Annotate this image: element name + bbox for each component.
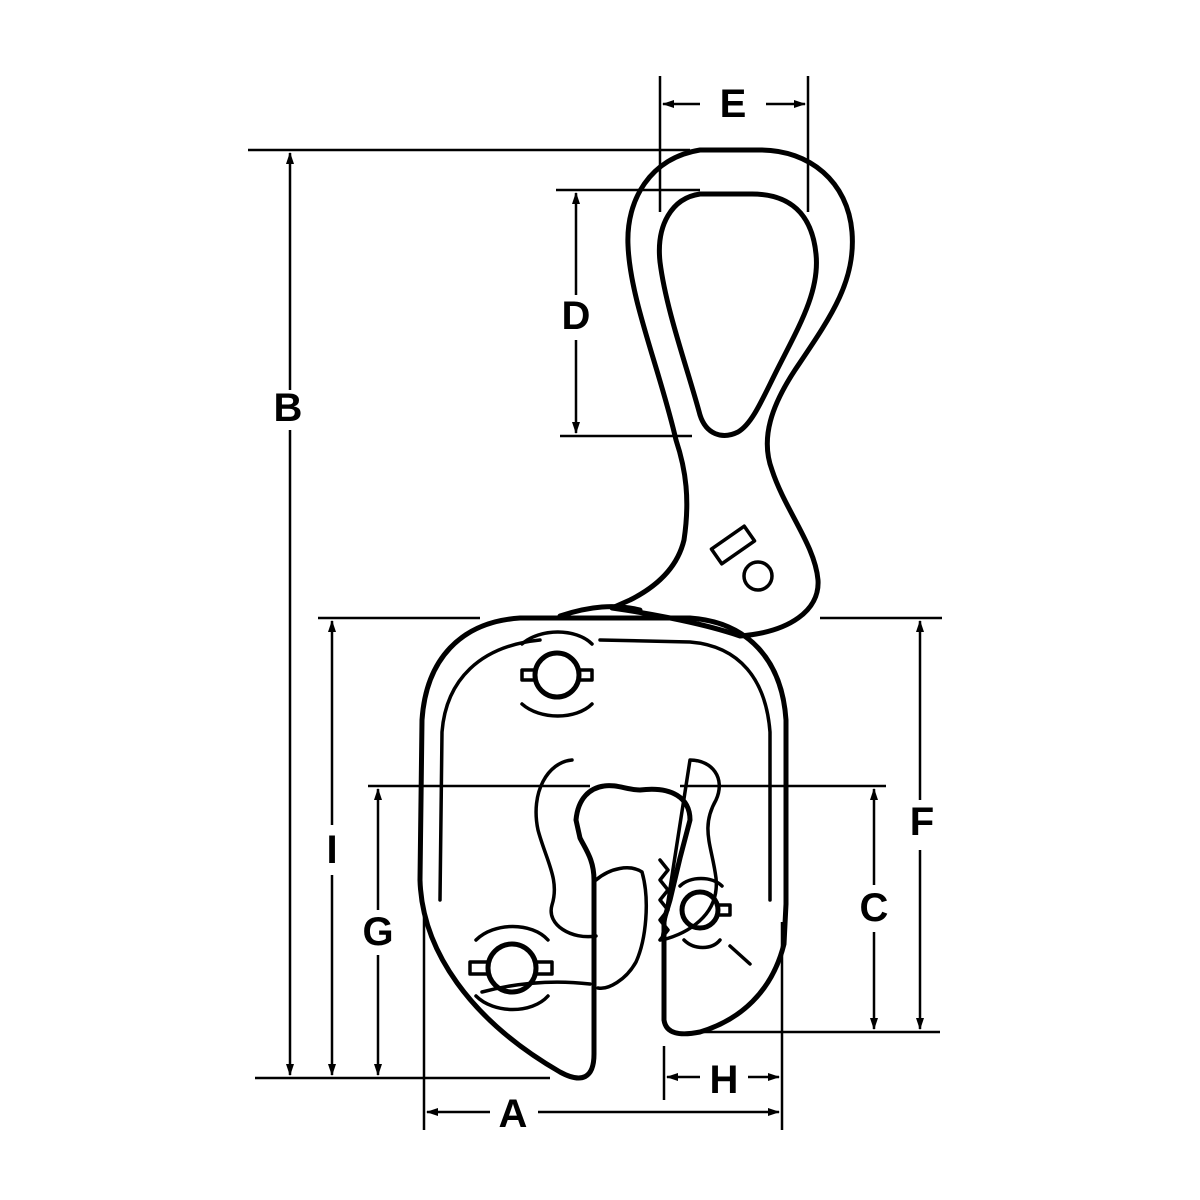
clamp-body-inner-rim (438, 638, 772, 902)
dimension-label-c: C (860, 886, 889, 930)
pin-br-circle (679, 889, 721, 931)
pin-top-arc-lower (520, 702, 594, 718)
right-lip-line (728, 944, 752, 966)
lifting-eye-outer (609, 147, 855, 639)
lifting-eye-inner (656, 191, 819, 438)
pin-br-tab-right (716, 903, 732, 917)
dimension-label-b: B (274, 386, 303, 430)
dimension-labels: E D B I F C G H A (274, 82, 935, 1136)
clamp-body-outer (417, 615, 789, 1081)
dimension-label-h: H (710, 1058, 739, 1102)
pin-top-arc-upper (520, 630, 594, 646)
pin-bl-circle (485, 941, 539, 995)
dimension-label-d: D (562, 294, 591, 338)
pivot-pin-top (520, 630, 594, 718)
serrated-pad (658, 858, 670, 942)
dimension-lines (248, 76, 942, 1130)
pin-bl-arc-upper (474, 924, 550, 942)
jaw-cutout-outline (534, 758, 722, 942)
pivot-pin-bottom-left (468, 924, 554, 1012)
lower-lip-line (480, 980, 592, 994)
pin-bl-arc-lower (474, 994, 550, 1012)
eye-pivot-hole (742, 560, 774, 592)
dimension-label-g: G (362, 910, 393, 954)
pin-br-arc-upper (678, 876, 724, 888)
pin-bl-tab-left (468, 960, 490, 976)
dimension-label-a: A (499, 1092, 528, 1136)
cam-jaw (594, 866, 648, 990)
pin-br-arc-lower (682, 938, 722, 950)
lifting-eye (609, 147, 855, 639)
eye-link (557, 604, 643, 619)
eye-slot (709, 524, 757, 566)
dimension-label-i: I (326, 828, 337, 872)
pivot-pin-bottom-right (678, 876, 732, 950)
dimension-label-f: F (910, 800, 934, 844)
clamp-body (417, 615, 789, 1081)
pin-top-circle (532, 650, 582, 700)
dimension-label-e: E (720, 82, 747, 126)
pin-top-tab-right (577, 668, 594, 682)
pin-bl-tab-right (534, 960, 554, 976)
clamp-part (417, 147, 855, 1081)
pin-top-tab-left (520, 668, 537, 682)
